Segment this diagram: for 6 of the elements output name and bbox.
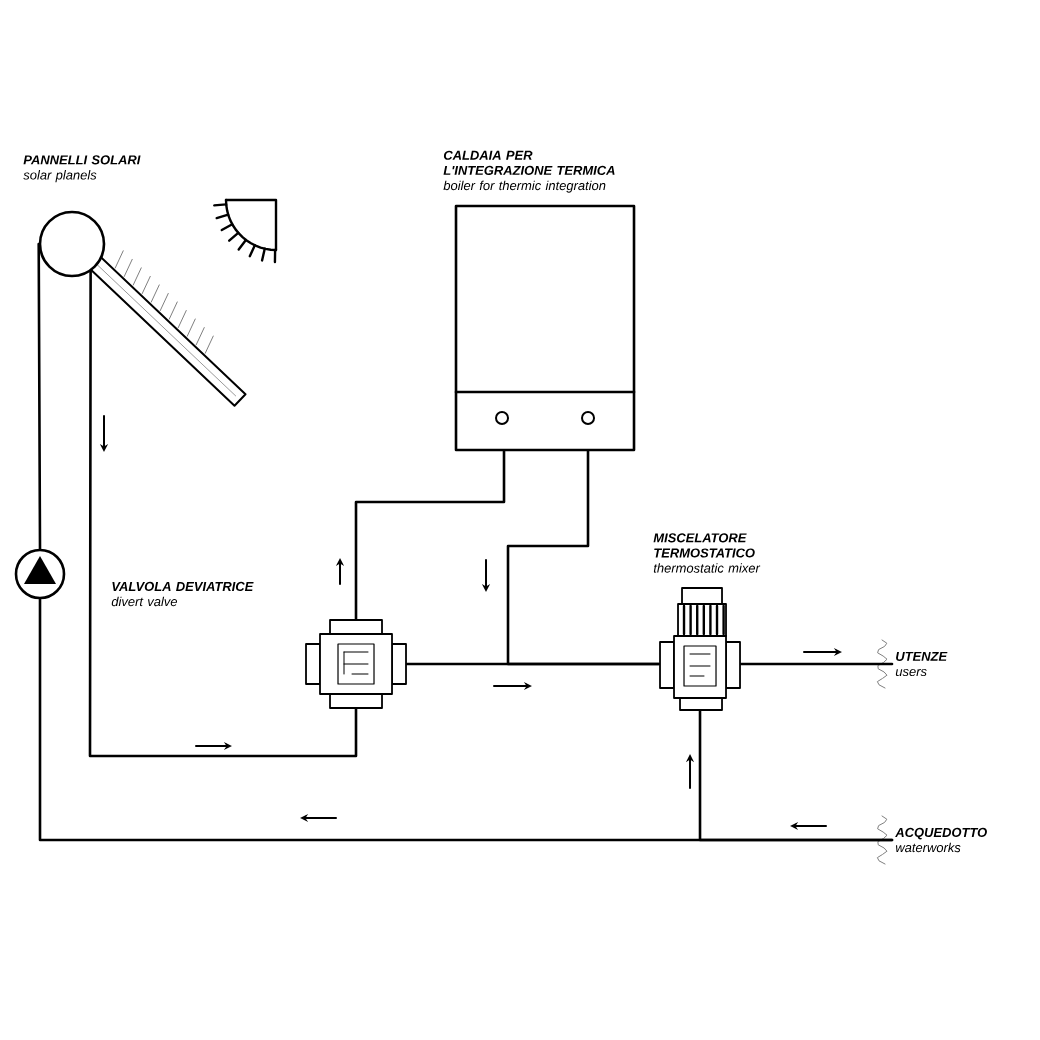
pipe <box>506 450 660 666</box>
pipe <box>37 242 42 550</box>
pipe <box>740 662 894 666</box>
pump-symbol <box>14 548 66 600</box>
pipe <box>354 450 506 620</box>
pipe <box>38 598 894 842</box>
